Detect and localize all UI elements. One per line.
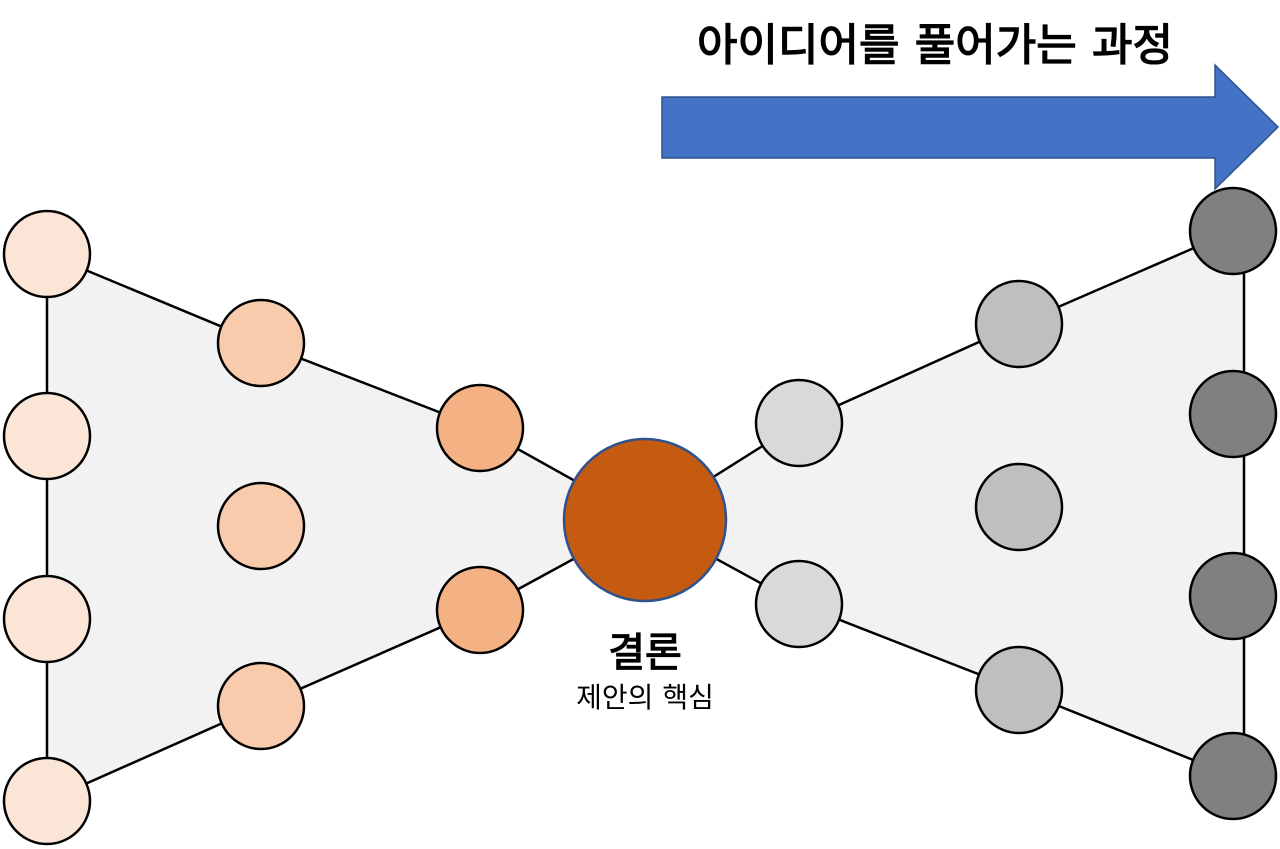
left-middle-node bbox=[216, 481, 306, 571]
right-middle-node bbox=[974, 645, 1064, 735]
right-outer-node bbox=[1188, 186, 1278, 276]
left-middle-node bbox=[216, 298, 306, 388]
right-region-fill bbox=[645, 231, 1244, 777]
left-inner-node bbox=[435, 565, 525, 655]
left-inner-nodes bbox=[435, 383, 525, 655]
center-label: 결론 bbox=[608, 630, 682, 676]
process-arrow bbox=[661, 63, 1280, 191]
right-outer-node bbox=[1188, 369, 1278, 459]
right-middle-node bbox=[974, 462, 1064, 552]
right-outer-node bbox=[1188, 731, 1278, 821]
right-middle-nodes bbox=[974, 279, 1064, 735]
left-outer-node bbox=[2, 574, 92, 664]
right-outer-node bbox=[1188, 551, 1278, 641]
right-outer-nodes bbox=[1188, 186, 1278, 821]
center-sublabel: 제안의 핵심 bbox=[576, 681, 714, 714]
left-outer-node bbox=[2, 209, 92, 299]
center-node bbox=[562, 437, 728, 603]
right-middle-node bbox=[974, 279, 1064, 369]
left-outer-node bbox=[2, 391, 92, 481]
right-inner-node bbox=[754, 559, 844, 649]
right-inner-node bbox=[754, 378, 844, 468]
left-inner-node bbox=[435, 383, 525, 473]
diagram-title: 아이디어를 풀어가는 과정 bbox=[697, 20, 1173, 71]
left-middle-node bbox=[216, 661, 306, 751]
left-region-fill bbox=[47, 254, 645, 801]
left-middle-nodes bbox=[216, 298, 306, 751]
right-inner-nodes bbox=[754, 378, 844, 649]
left-outer-node bbox=[2, 756, 92, 846]
left-outer-nodes bbox=[2, 209, 92, 846]
